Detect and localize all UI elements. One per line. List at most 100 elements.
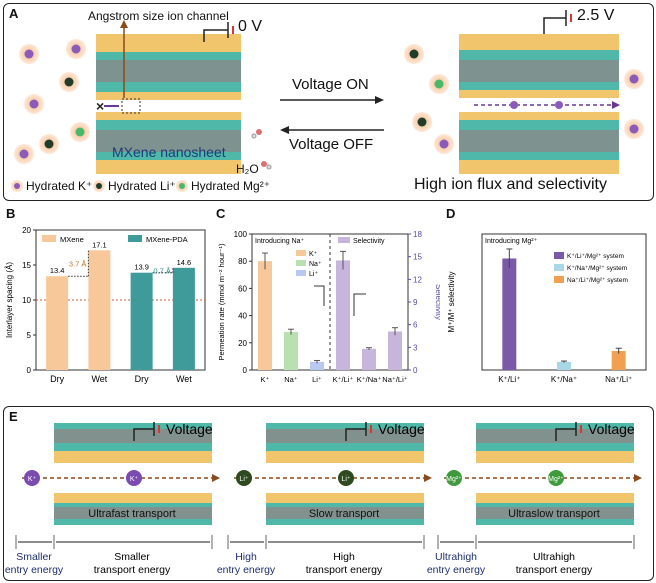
panel-a-legend-dots	[11, 180, 188, 192]
panel-b-label: B	[6, 206, 16, 221]
panel-e-voltage-label: Voltage	[588, 421, 635, 437]
chart-b-ytick-label: 20	[22, 226, 31, 235]
chart-d-legend-label: Na⁺/Li⁺/Mg²⁺ system	[567, 277, 628, 284]
panel-e-energy-line1: Smaller	[114, 551, 150, 563]
panel-a-label: A	[9, 6, 19, 21]
chart-b-value-label: 13.9	[134, 263, 149, 272]
right-membrane	[459, 34, 620, 174]
right-electrode-symbol	[543, 10, 572, 34]
chart-d-category-label: Na⁺/Li⁺	[605, 375, 632, 384]
panel-e-transport-label: Ultraslow transport	[508, 508, 600, 520]
panel-e-ion-label: K⁺	[130, 476, 139, 483]
chart-c-ytick-right-label: 12	[413, 275, 422, 284]
voltage-off-label: Voltage OFF	[289, 136, 374, 153]
panel-e-transport-arrowhead	[424, 474, 432, 482]
chart-b-bar	[46, 276, 69, 370]
panel-a-illustration: ×	[11, 10, 644, 192]
chart-d-bar	[611, 350, 626, 370]
chart-b-category-label: Dry	[135, 374, 149, 384]
panel-d: D K⁺/Li⁺K⁺/Na⁺Na⁺/Li⁺Introducing Mg²⁺K⁺/…	[440, 202, 656, 402]
chart-c-ytick-right-label: 15	[413, 253, 422, 262]
chart-b-difference-label: 0.7 Å	[153, 266, 171, 275]
chart-b-legend-label: MXene	[60, 235, 84, 244]
panel-e-membrane-band	[476, 451, 634, 463]
panel-e-energy-line2: transport energy	[516, 564, 593, 576]
panel-d-label: D	[446, 206, 456, 221]
left-electrode-symbol	[203, 22, 234, 42]
chart-c-ytick-right-label: 3	[413, 343, 418, 352]
chart-c-legend-swatch	[296, 260, 306, 266]
chart-b-ylabel: Interlayer spacing (Å)	[5, 262, 14, 338]
panel-e-ion-label: Li⁺	[341, 476, 350, 483]
chart-c: 0204060801000369121518K⁺Na⁺Li⁺K⁺/Li⁺K⁺/N…	[217, 230, 440, 384]
chart-d-legend-label: K⁺/Li⁺/Mg²⁺ system	[567, 253, 624, 260]
chart-c-legend-swatch	[296, 270, 306, 276]
chart-c-ytick-right-label: 9	[413, 298, 418, 307]
right-hydrated-ions	[404, 44, 644, 154]
chart-c-ytick-left-label: 100	[234, 230, 248, 239]
chart-b: 0510152013.4Dry17.1Wet13.9Dry14.6Wet3.7 …	[5, 226, 206, 384]
panel-e-membrane-top-core	[476, 429, 634, 443]
panel-e-voltage-label: Voltage	[166, 421, 213, 437]
chart-c-legend-label: K⁺	[309, 251, 318, 258]
chart-b-category-label: Wet	[91, 374, 107, 384]
panel-e-entry-line2: entry energy	[217, 564, 276, 576]
panel-e-ion-outside-label: Li⁺	[239, 476, 248, 483]
chart-c-bar	[336, 260, 350, 370]
panel-e-ion	[126, 470, 142, 486]
legend-mg: Hydrated Mg²⁺	[191, 179, 271, 193]
panel-e-transport-arrowhead	[212, 474, 220, 482]
panel-e-ion	[548, 470, 564, 486]
water-label: H₂O	[236, 162, 259, 176]
panel-e-voltage-wire	[133, 428, 154, 441]
panel-e-transport-label: Ultrafast transport	[88, 508, 175, 520]
panel-e-membrane-top-core	[54, 429, 212, 443]
panel-e-energy-line1: High	[333, 551, 355, 563]
chart-b-legend-swatch	[128, 235, 142, 242]
chart-b-legend-label: MXene-PDA	[146, 235, 188, 244]
panel-e-entry-line2: entry energy	[5, 564, 64, 576]
chart-c-bar	[388, 331, 402, 370]
panel-e-voltage-label: Voltage	[378, 421, 425, 437]
nanosheet-label: MXene nanosheet	[112, 144, 226, 160]
chart-c-bar	[310, 361, 324, 370]
panel-e-voltage-wire	[345, 428, 366, 441]
panel-e-ion-outside-label: Mg²⁺	[446, 476, 462, 483]
chart-b-difference-label: 3.7 Å	[69, 259, 87, 268]
chart-c-category-label: K⁺/Li⁺	[333, 375, 354, 384]
svg-text:×: ×	[96, 98, 104, 114]
chart-c-bar	[284, 331, 298, 370]
panel-e-ion	[338, 470, 354, 486]
chart-b-value-label: 14.6	[177, 258, 192, 267]
panel-e-energy-line2: transport energy	[306, 564, 383, 576]
chart-c-ytick-left-label: 20	[238, 339, 247, 348]
legend-k: Hydrated K⁺	[26, 179, 93, 193]
chart-b-ytick-label: 5	[27, 331, 32, 340]
chart-c-category-label: Na⁺	[284, 375, 298, 384]
chart-b-legend-swatch	[42, 235, 56, 242]
chart-b-category-label: Dry	[50, 374, 64, 384]
chart-d-legend-swatch	[554, 252, 564, 259]
channel-label: Angstrom size ion channel	[88, 9, 229, 23]
chart-d-bar	[557, 361, 571, 370]
chart-c-category-label: Na⁺/Li⁺	[382, 375, 407, 384]
chart-c-ytick-left-label: 40	[238, 312, 247, 321]
panel-e-membrane-top-core	[266, 429, 424, 443]
chart-d-category-label: K⁺/Li⁺	[498, 375, 520, 384]
chart-d-bar	[502, 258, 517, 370]
chart-b-value-label: 13.4	[50, 266, 65, 275]
panel-e-label: E	[9, 409, 18, 424]
chart-d-annotation: Introducing Mg²⁺	[485, 238, 538, 245]
chart-c-ytick-right-label: 6	[413, 321, 418, 330]
right-caption: High ion flux and selectivity	[414, 176, 607, 193]
panel-e-membrane-bottom-core	[476, 507, 634, 519]
legend-li: Hydrated Li⁺	[108, 179, 176, 193]
chart-c-ytick-right-label: 18	[413, 230, 422, 239]
chart-d-ylabel: M⁺/M⁺ selectivity	[447, 272, 456, 333]
chart-b-bar	[130, 272, 153, 370]
left-hydrated-ions	[14, 39, 272, 170]
